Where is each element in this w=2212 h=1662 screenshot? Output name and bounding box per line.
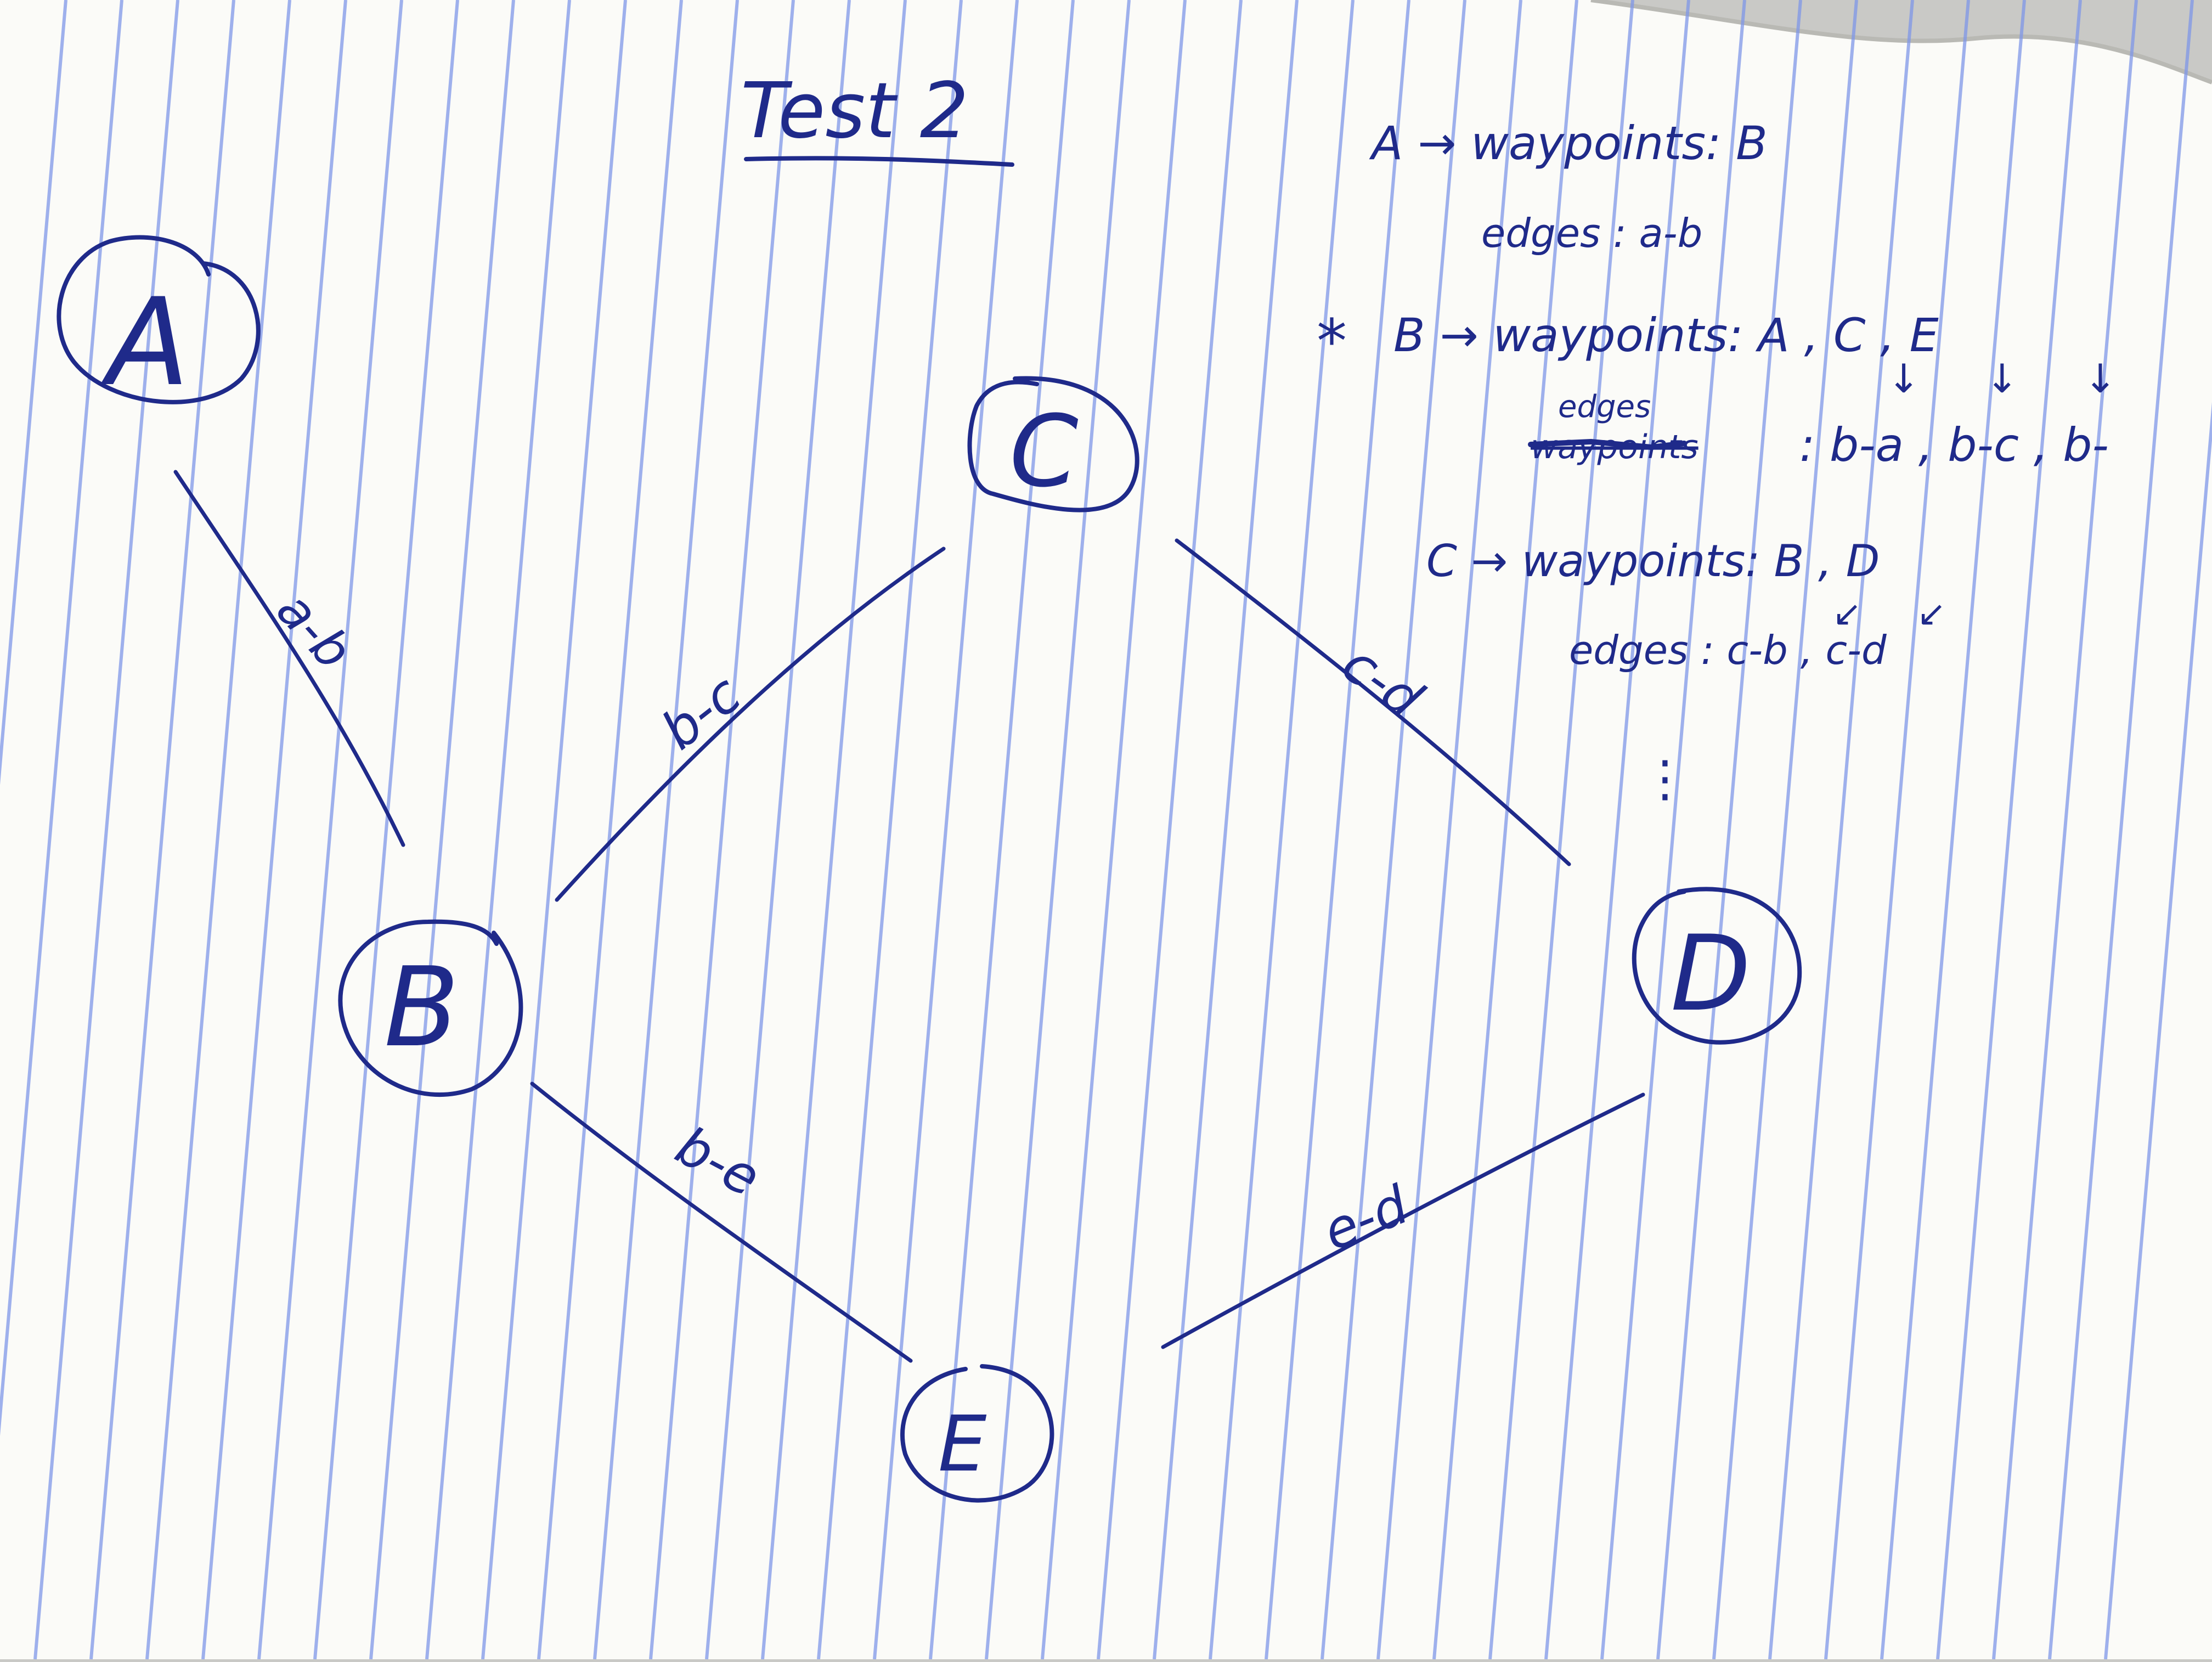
ruled-line <box>985 0 1131 1660</box>
ruled-line <box>593 0 739 1660</box>
node-e-label: E <box>938 1400 987 1489</box>
note-b-star: * <box>1317 306 1347 376</box>
page-title: Test 2 <box>741 66 969 156</box>
ruled-line <box>33 0 179 1660</box>
ruled-line <box>1488 0 1634 1660</box>
note-b-edges-word: edges <box>1558 389 1651 425</box>
ruled-line <box>0 0 67 785</box>
edge-a-b-line <box>173 470 405 847</box>
ruled-line <box>2048 0 2194 1660</box>
ruled-line <box>817 0 963 1660</box>
ruled-line <box>1544 0 1690 1660</box>
title-underline <box>744 156 1014 167</box>
edge-b-e-line <box>530 1081 913 1363</box>
ruled-line <box>1600 0 1746 1660</box>
ruled-line <box>1097 0 1243 1660</box>
ruled-line <box>537 0 683 1660</box>
ruled-line <box>1768 0 1914 1660</box>
ruled-line <box>1041 0 1187 1660</box>
ruled-line <box>1265 0 1410 1660</box>
ruled-line <box>1432 0 1578 1660</box>
ruled-line <box>873 0 1019 1660</box>
ruled-line <box>201 0 347 1660</box>
edge-b-c-line <box>555 547 946 902</box>
ruled-line <box>1321 0 1466 1660</box>
node-e-circle <box>900 1364 1054 1503</box>
notes-block: A → waypoints: B edges : a-b * B → waypo… <box>1317 116 2143 808</box>
node-e: E <box>900 1364 1054 1503</box>
note-a-waypoints: A → waypoints: B <box>1369 116 1768 170</box>
ruled-line <box>705 0 851 1660</box>
ruled-line <box>481 0 627 1660</box>
title-group: Test 2 <box>741 66 1014 167</box>
ruled-line <box>649 0 795 1660</box>
ruled-line <box>257 0 403 1660</box>
note-b-edges-values: : b-a , b-c , b- <box>1799 418 2109 472</box>
note-b-scribble <box>1528 439 1687 450</box>
ruled-line <box>1936 0 2082 1660</box>
note-a-edges: edges : a-b <box>1481 210 1702 256</box>
node-b-circle <box>338 919 523 1097</box>
ruled-line <box>1656 0 1802 1660</box>
ruled-line <box>1376 0 1522 1660</box>
ruled-line <box>1880 0 2026 1660</box>
note-b-waypoints: B → waypoints: A , C , E <box>1393 308 1939 362</box>
note-ellipsis: ⋮ <box>1640 750 1690 808</box>
node-c-label: C <box>1009 395 1079 509</box>
note-b-arrows: ↓ ↓ ↓ <box>1887 356 2143 402</box>
note-c-waypoints: C → waypoints: B , D <box>1426 536 1880 587</box>
ruled-line <box>929 0 1075 1660</box>
ruled-line <box>761 0 907 1660</box>
edges-layer <box>173 470 1645 1363</box>
ruled-line <box>313 0 459 1660</box>
node-b-label: B <box>384 944 459 1072</box>
node-a-label: A <box>100 272 190 413</box>
ruled-line <box>145 0 291 1660</box>
ruled-line <box>1992 0 2138 1660</box>
node-d-label: D <box>1671 913 1751 1034</box>
node-d-circle <box>1632 887 1802 1045</box>
ruled-line <box>1712 0 1858 1660</box>
edge-e-d-line <box>1161 1092 1645 1349</box>
node-b: B <box>338 919 523 1097</box>
node-c-circle <box>967 376 1139 512</box>
ruled-line <box>425 0 571 1660</box>
edge-c-d-line <box>1175 538 1571 866</box>
ruled-line <box>89 0 235 1660</box>
ruled-line <box>1824 0 1970 1660</box>
node-c: C <box>967 376 1139 512</box>
paper-edge-shadow <box>1590 0 2212 84</box>
node-a: A <box>57 235 261 413</box>
ruled-line <box>369 0 515 1660</box>
ruled-line <box>2104 402 2212 1660</box>
note-c-arrows: ↙ ↙ <box>1832 594 1968 634</box>
ruled-line <box>1209 0 1355 1660</box>
note-c-edges: edges : c-b , c-d <box>1569 627 1887 673</box>
node-a-circle <box>57 235 261 404</box>
ruled-line <box>0 0 123 1436</box>
node-d: D <box>1632 887 1802 1045</box>
ruled-line <box>1153 0 1299 1660</box>
